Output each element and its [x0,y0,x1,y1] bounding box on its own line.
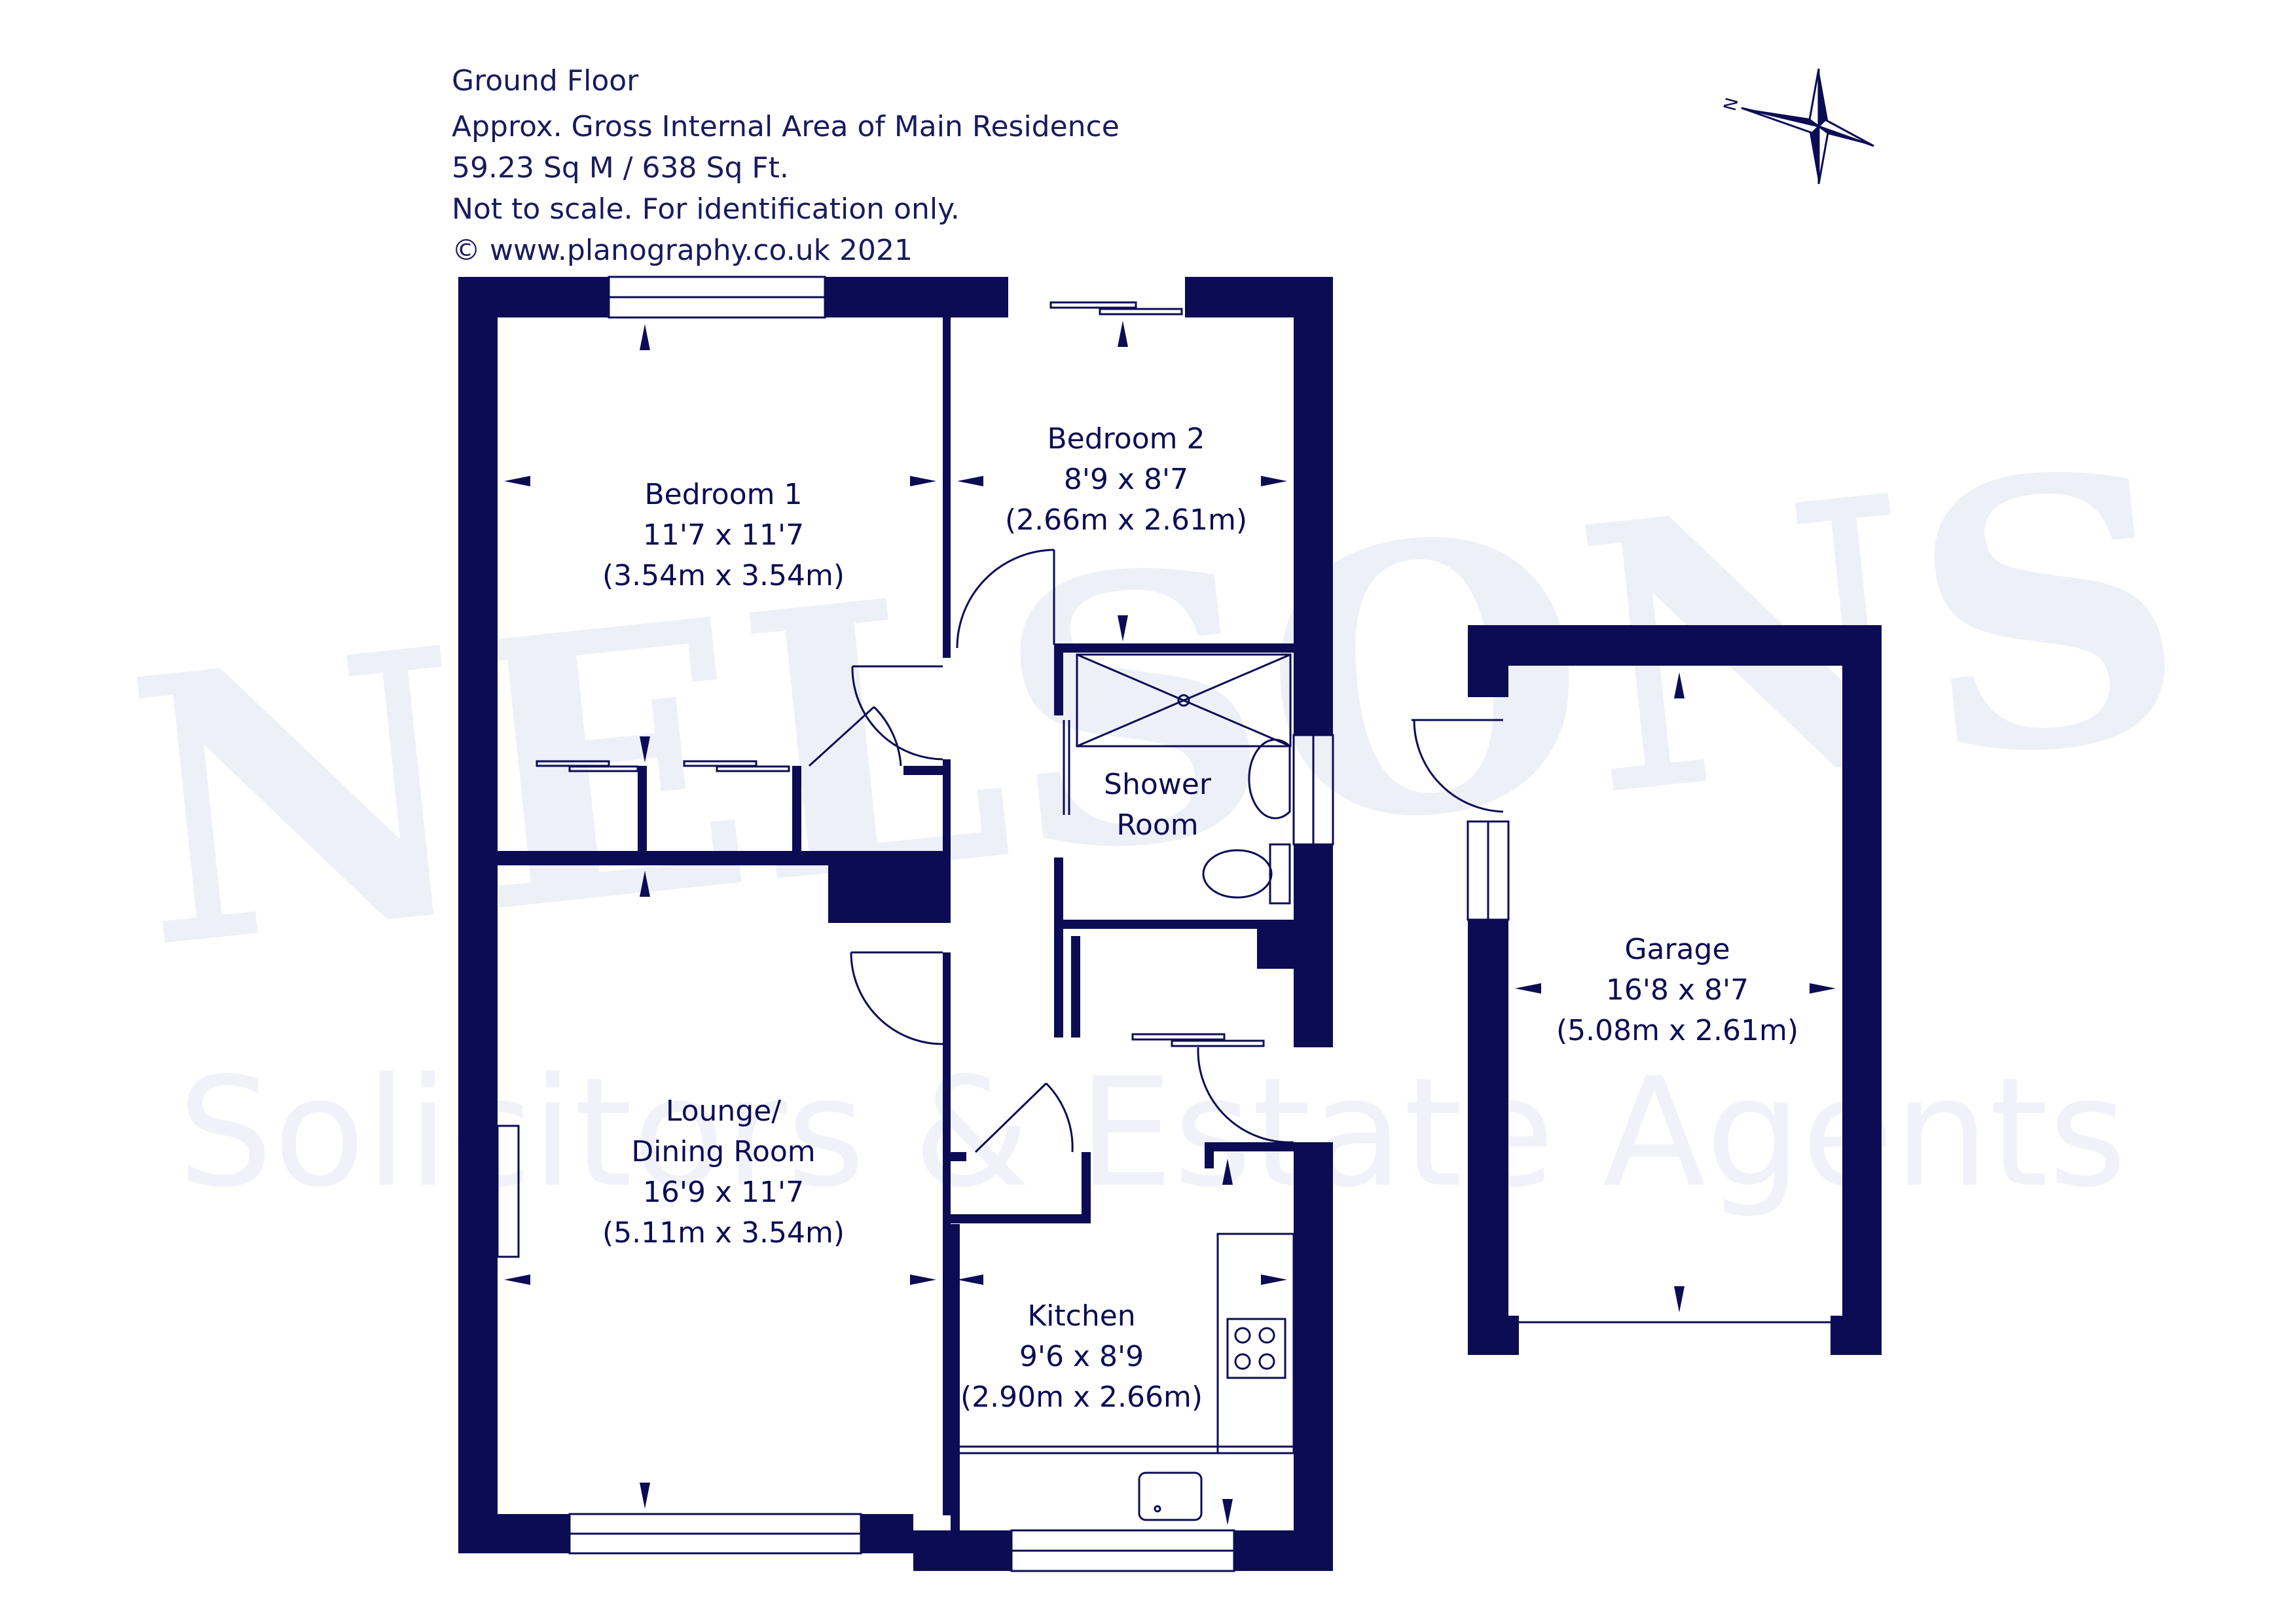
fixtures [955,653,1295,1521]
shower-room-name-1: Shower [1104,768,1212,801]
room-shower: Shower Room [1104,768,1212,842]
disclaimer: Not to scale. For identification only. [452,192,960,226]
kitchen-imperial: 9'6 x 8'9 [1019,1340,1144,1373]
copyright: © www.planography.co.uk 2021 [452,234,913,267]
room-lounge: Lounge/ Dining Room 16'9 x 11'7 (5.11m x… [602,1094,845,1250]
room-bedroom-2: Bedroom 2 8'9 x 8'7 (2.66m x 2.61m) [1005,422,1247,537]
garage-metric: (5.08m x 2.61m) [1556,1014,1798,1047]
windows [536,276,1510,1572]
watermark-tagline: Solicitors & Estate Agents [177,1046,2126,1221]
bedroom-1-imperial: 11'7 x 11'7 [643,518,804,552]
lounge-name-1: Lounge/ [666,1094,781,1128]
bedroom-2-name: Bedroom 2 [1048,422,1205,456]
dimension-arrows [504,321,1836,1525]
compass-north-label: N [1721,96,1743,113]
area-title: Approx. Gross Internal Area of Main Resi… [452,110,1120,143]
walls [458,277,1882,1571]
garage-name: Garage [1624,933,1730,966]
kitchen-name: Kitchen [1027,1299,1135,1333]
room-kitchen: Kitchen 9'6 x 8'9 (2.90m x 2.66m) [960,1299,1203,1414]
shower-room-name-2: Room [1116,808,1198,842]
compass-icon: N [1721,68,1874,185]
bedroom-1-name: Bedroom 1 [645,478,803,511]
room-bedroom-1: Bedroom 1 11'7 x 11'7 (3.54m x 3.54m) [602,478,845,592]
lounge-name-2: Dining Room [631,1135,815,1168]
garage-imperial: 16'8 x 8'7 [1606,973,1749,1007]
bedroom-2-metric: (2.66m x 2.61m) [1005,503,1247,537]
doors [496,549,1831,1324]
lounge-metric: (5.11m x 3.54m) [602,1216,845,1250]
room-garage: Garage 16'8 x 8'7 (5.08m x 2.61m) [1556,933,1798,1047]
floor-title: Ground Floor [452,64,639,98]
bedroom-2-imperial: 8'9 x 8'7 [1064,463,1188,496]
area-value: 59.23 Sq M / 638 Sq Ft. [452,151,789,185]
kitchen-metric: (2.90m x 2.66m) [960,1380,1203,1414]
lounge-imperial: 16'9 x 11'7 [643,1176,804,1209]
bedroom-1-metric: (3.54m x 3.54m) [602,559,845,592]
